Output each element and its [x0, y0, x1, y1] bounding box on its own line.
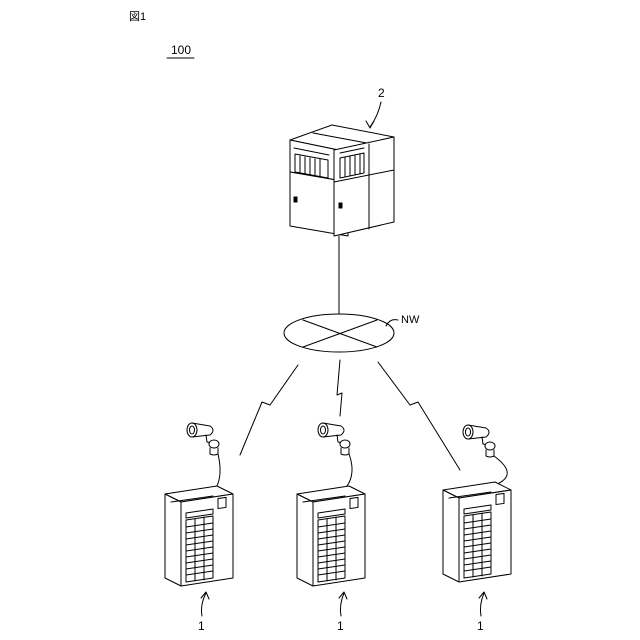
network-label: NW: [401, 314, 420, 326]
terminal-reference-number-1: 1: [198, 619, 205, 633]
server-reference-number: 2: [378, 86, 385, 100]
terminal-1: [165, 423, 233, 586]
computer-tower-icon: [443, 482, 511, 582]
terminal-reference-1: 1: [198, 592, 209, 633]
network-cloud-icon: [284, 314, 394, 352]
camera-cable-2: [347, 454, 352, 486]
system-reference-number: 100: [171, 43, 191, 57]
security-camera-icon: [463, 425, 495, 457]
wireless-link-2: [337, 360, 342, 416]
computer-tower-icon: [297, 486, 365, 586]
wireless-link-1: [240, 365, 298, 455]
terminal-reference-2: 1: [337, 592, 347, 633]
terminal-reference-number-3: 1: [477, 619, 484, 633]
camera-cable-3: [494, 456, 507, 485]
computer-tower-icon: [165, 486, 233, 586]
camera-cable-1: [216, 454, 220, 488]
terminal-3: [443, 425, 511, 582]
terminal-reference-3: 1: [477, 592, 487, 633]
wireless-link-3: [378, 362, 460, 470]
server-leader-arrow: [370, 102, 381, 127]
server-rack-icon: [290, 125, 394, 236]
figure-label: 図1: [129, 10, 146, 23]
terminal-reference-number-2: 1: [337, 619, 344, 633]
terminal-2: [297, 423, 365, 586]
security-camera-icon: [318, 423, 350, 455]
security-camera-icon: [187, 423, 219, 455]
